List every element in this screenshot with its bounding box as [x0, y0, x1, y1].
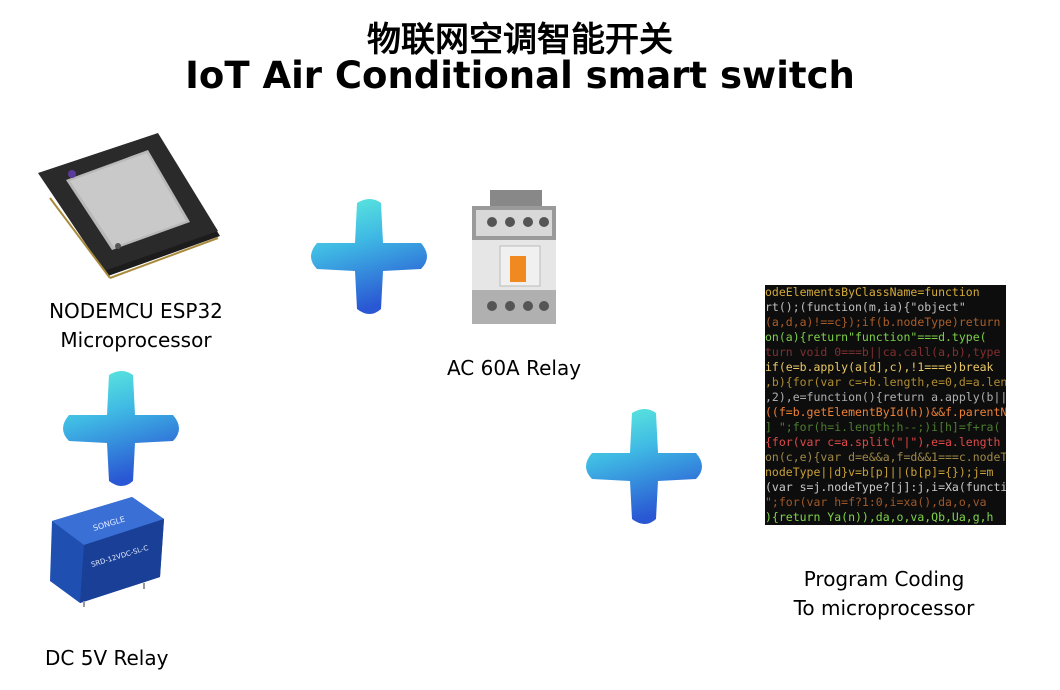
code-line: on(a){return"function"===d.type(: [765, 330, 987, 344]
code-line: nodeType||d}v=b[p]||(b[p]={});j=m: [765, 465, 994, 479]
code-line: odeElementsByClassName=function: [765, 285, 980, 299]
plus-icon: [63, 371, 179, 486]
coding-label-line1: Program Coding: [803, 567, 965, 591]
code-line: ,b){for(var c=+b.length,e=0,d=a.length: [765, 375, 1006, 389]
code-line: ,2),e=function(){return a.apply(b||: [765, 390, 1006, 404]
plus-icon: [586, 409, 702, 524]
code-line: turn void 0===b||ca.call(a,b),type: [765, 345, 1001, 359]
code-line: {for(var c=a.split("|"),e=a.length: [765, 435, 1001, 449]
esp32-label-line2: Microprocessor: [60, 328, 212, 352]
code-line: rt();(function(m,ia){"object": [765, 300, 966, 314]
coding-label-line2: To microprocessor: [793, 596, 975, 620]
code-line: ] ";for(h=i.length;h--;)i[h]=f+ra(: [765, 420, 1001, 434]
ac-contactor-image: [472, 190, 556, 324]
esp32-module-image: [38, 133, 220, 279]
code-line: ){return Ya(n)),da,o,va,Qb,Ua,g,h: [765, 510, 994, 524]
code-line: ((f=b.getElementById(h))&&f.parentNode: [765, 405, 1006, 419]
code-line: (a,d,a)!==c});if(b.nodeType)return: [765, 315, 1001, 329]
dc-relay-image: SONGLE SRD-12VDC-SL-C: [50, 497, 164, 607]
code-line: ";for(var h=f?1:0,i=xa(),da,o,va: [765, 495, 987, 509]
dc-relay-label: DC 5V Relay: [45, 646, 169, 670]
code-line: if(e=b.apply(a[d],c),!1===e)break: [765, 360, 994, 374]
code-line: on(c,e){var d=e&&a,f=d&&1===c.nodeType: [765, 450, 1006, 464]
code-line: (var s=j.nodeType?[j]:j,i=Xa(function: [765, 480, 1006, 494]
plus-icon: [311, 199, 427, 314]
coding-label: Program Coding To microprocessor: [770, 565, 998, 623]
title-chinese: 物联网空调智能开关: [367, 20, 673, 60]
ac-relay-label: AC 60A Relay: [446, 356, 582, 380]
title-english: IoT Air Conditional smart switch: [185, 54, 855, 97]
esp32-label-line1: NODEMCU ESP32: [49, 299, 223, 323]
esp32-label: NODEMCU ESP32 Microprocessor: [20, 297, 252, 355]
